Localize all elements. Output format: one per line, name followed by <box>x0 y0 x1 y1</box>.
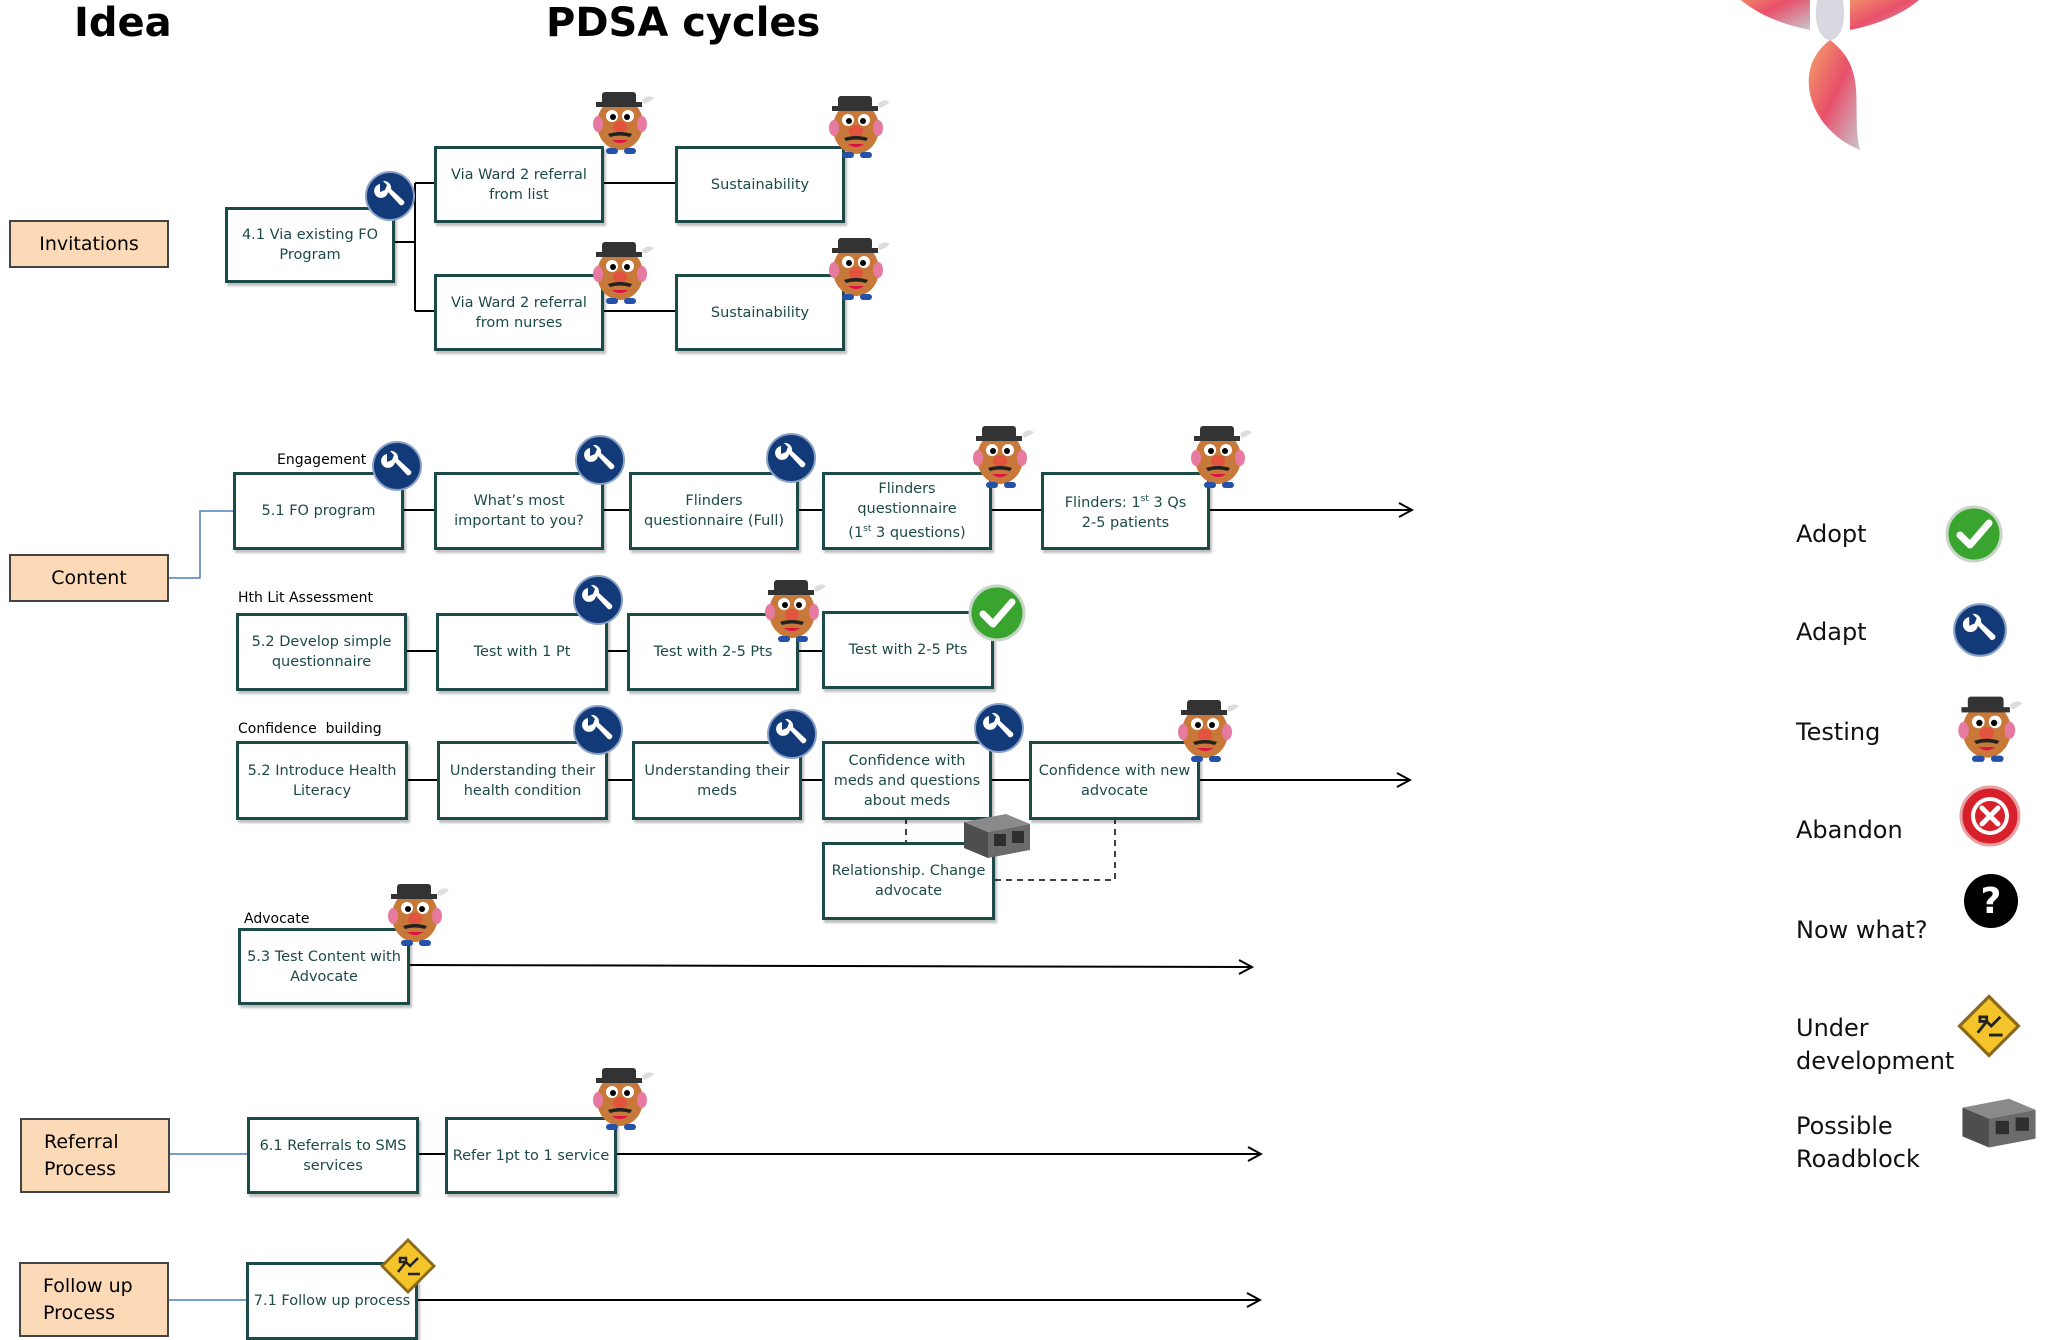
node-understanding-health: Understanding their health condition <box>437 741 608 820</box>
svg-text:?: ? <box>1981 881 2002 922</box>
node-confidence-meds: Confidence with meds and questions about… <box>822 741 992 820</box>
idea-invitations: Invitations <box>9 220 169 268</box>
node-understanding-meds: Understanding their meds <box>632 741 802 820</box>
mr-potato-head-icon <box>765 580 826 642</box>
mr-potato-head-icon <box>1178 700 1239 762</box>
legend-now-what-label: Now what? <box>1796 916 1928 944</box>
node-refer-1pt: Refer 1pt to 1 service <box>445 1117 617 1194</box>
node-whats-most-important: What’s most important to you? <box>434 472 604 550</box>
mr-potato-head-icon <box>388 884 449 946</box>
section-label-advocate: Advocate <box>244 911 310 927</box>
wrench-icon <box>575 435 625 485</box>
mr-potato-head-icon <box>1958 696 2023 762</box>
mr-potato-head-icon <box>829 96 890 158</box>
node-5-2-questionnaire: 5.2 Develop simple questionnaire <box>236 613 407 691</box>
node-5-3: 5.3 Test Content with Advocate <box>238 928 410 1005</box>
node-confidence-advocate: Confidence with new advocate <box>1029 741 1200 820</box>
node-flinders-3qs-patients: Flinders: 1st 3 Qs 2-5 patients <box>1041 472 1210 550</box>
wrench-icon <box>1953 603 2007 657</box>
checkmark-icon <box>1945 505 2003 563</box>
node-flinders-3q: Flinders questionnaire (1st 3 questions) <box>822 472 992 550</box>
question-icon: ? <box>1964 874 2018 928</box>
cinder-block-icon <box>1962 1098 2036 1148</box>
node-flinders-3qs-line1: Flinders: 1st 3 Qs <box>1064 494 1187 511</box>
node-test-2-5-pts-a: Test with 2-5 Pts <box>627 613 799 691</box>
node-5-2-health-literacy: 5.2 Introduce Health Literacy <box>236 741 408 820</box>
node-flinders-3q-line2: (1st 3 questions) <box>848 524 966 541</box>
wrench-icon <box>974 703 1024 753</box>
legend-roadblock-label: Possible Roadblock <box>1796 1112 1920 1173</box>
mr-potato-head-icon <box>829 238 890 300</box>
legend-testing-label: Testing <box>1796 718 1881 746</box>
node-4-1: 4.1 Via existing FO Program <box>225 207 395 283</box>
mr-potato-head-icon <box>593 1068 654 1130</box>
legend-adapt-label: Adapt <box>1796 618 1867 646</box>
flower-logo <box>1740 0 1920 150</box>
node-flinders-full: Flinders questionnaire (Full) <box>629 472 799 550</box>
section-label-engagement: Engagement <box>277 452 367 468</box>
x-circle-icon <box>1959 785 2021 847</box>
node-ward2-list: Via Ward 2 referral from list <box>434 146 604 223</box>
mr-potato-head-icon <box>593 242 654 304</box>
construction-sign-icon <box>380 1238 436 1294</box>
wrench-icon <box>365 171 415 221</box>
legend-under-development-label: Under development <box>1796 1014 1955 1075</box>
node-flinders-3q-line1: Flinders questionnaire <box>857 481 957 518</box>
node-sustainability-2: Sustainability <box>675 274 845 351</box>
wrench-icon <box>573 705 623 755</box>
node-sustainability-1: Sustainability <box>675 146 845 223</box>
legend-adopt-label: Adopt <box>1796 520 1867 548</box>
node-test-2-5-pts-b: Test with 2-5 Pts <box>822 611 994 689</box>
mr-potato-head-icon <box>593 92 654 154</box>
node-flinders-3qs-line2: 2-5 patients <box>1081 514 1170 531</box>
node-5-1: 5.1 FO program <box>233 472 404 550</box>
node-test-1pt: Test with 1 Pt <box>436 613 608 691</box>
mr-potato-head-icon <box>1191 426 1252 488</box>
node-ward2-nurses: Via Ward 2 referral from nurses <box>434 274 604 351</box>
node-6-1: 6.1 Referrals to SMS services <box>247 1117 419 1194</box>
idea-referral-process: Referral Process <box>20 1118 170 1193</box>
idea-content: Content <box>9 554 169 602</box>
wrench-icon <box>766 433 816 483</box>
pdsa-header: PDSA cycles <box>546 0 821 46</box>
checkmark-icon <box>968 584 1026 642</box>
node-relationship-change-advocate: Relationship. Change advocate <box>822 842 995 920</box>
section-label-confidence: Confidence building <box>238 721 382 737</box>
wrench-icon <box>372 441 422 491</box>
section-label-hth-lit: Hth Lit Assessment <box>238 590 373 606</box>
wrench-icon <box>573 575 623 625</box>
wrench-icon <box>767 709 817 759</box>
idea-follow-up-process: Follow up Process <box>19 1262 169 1337</box>
cinder-block-icon <box>964 814 1030 858</box>
idea-header: Idea <box>74 0 172 46</box>
legend-abandon-label: Abandon <box>1796 816 1903 844</box>
mr-potato-head-icon <box>973 426 1034 488</box>
construction-sign-icon <box>1957 994 2021 1058</box>
